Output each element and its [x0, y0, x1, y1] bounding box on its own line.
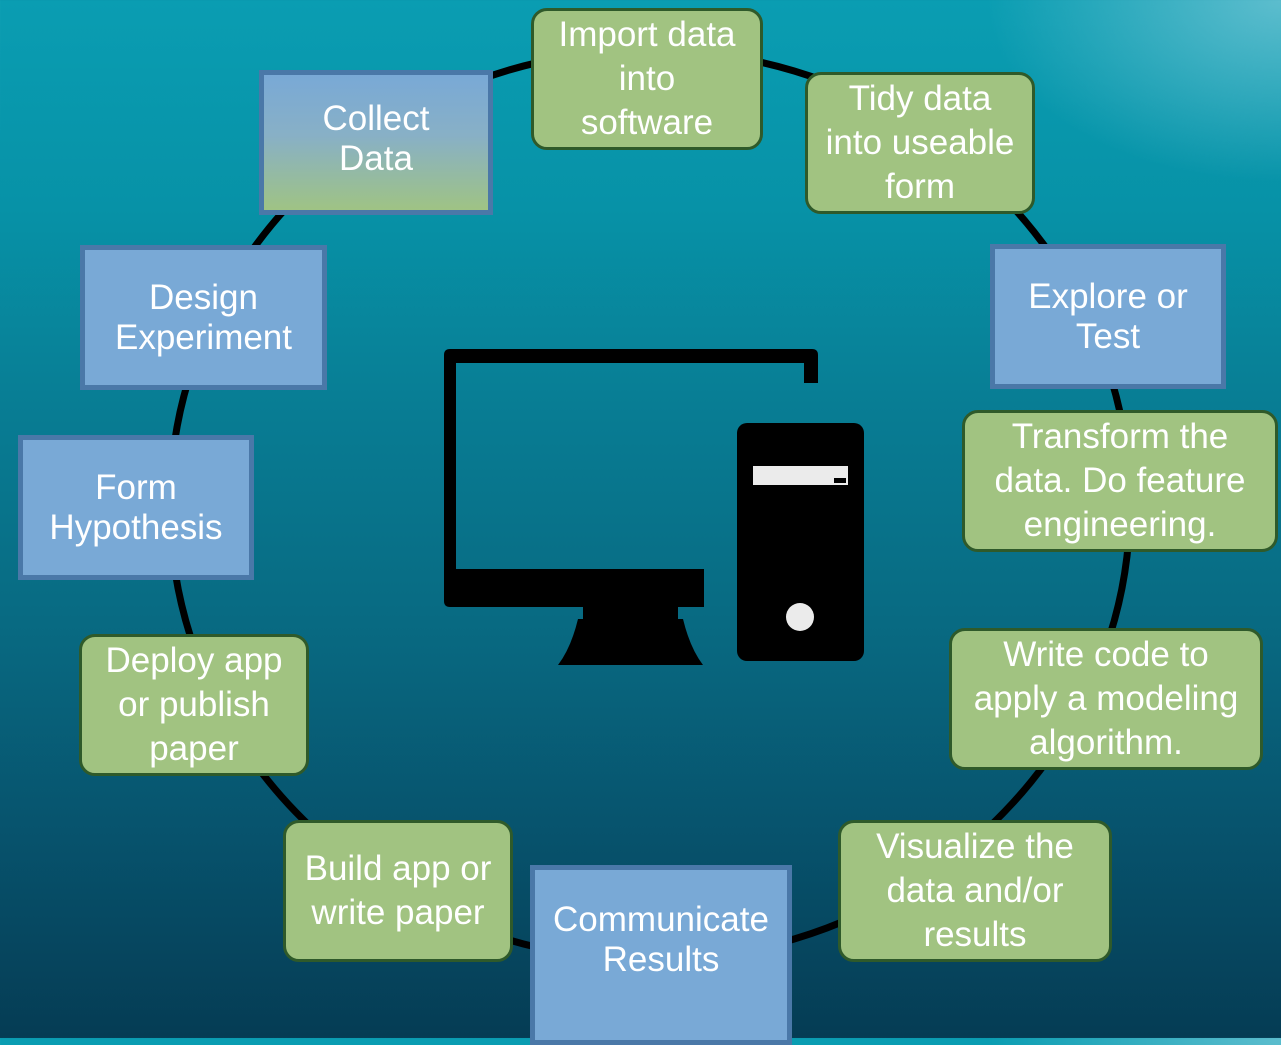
- node-form-hypothesis-label: Form Hypothesis: [49, 467, 223, 547]
- node-communicate-results-label: Communicate Results: [553, 900, 769, 979]
- node-collect-data: Collect Data: [259, 70, 493, 215]
- node-deploy-app-label: Deploy app or publish paper: [105, 641, 283, 768]
- node-collect-data-label: Collect Data: [322, 98, 430, 178]
- node-design-experiment-label: Design Experiment: [114, 277, 293, 357]
- node-write-code: Write code to apply a modeling algorithm…: [949, 628, 1263, 770]
- desktop-computer-icon: [444, 349, 864, 665]
- node-tidy-data-label: Tidy data into useable form: [825, 79, 1015, 206]
- node-visualize: Visualize the data and/or results: [838, 820, 1112, 962]
- node-communicate-results: Communicate Results: [530, 865, 792, 1045]
- node-build-app: Build app or write paper: [283, 820, 513, 962]
- node-design-experiment: Design Experiment: [80, 245, 327, 390]
- node-import-data-label: Import data into software: [558, 15, 736, 142]
- node-import-data: Import data into software: [531, 8, 763, 150]
- node-explore-test: Explore or Test: [990, 244, 1226, 389]
- node-transform-data: Transform the data. Do feature engineeri…: [962, 410, 1278, 552]
- node-explore-test-label: Explore or Test: [1028, 276, 1188, 356]
- node-tidy-data: Tidy data into useable form: [805, 72, 1035, 214]
- node-visualize-label: Visualize the data and/or results: [876, 827, 1074, 954]
- node-transform-data-label: Transform the data. Do feature engineeri…: [994, 417, 1246, 544]
- node-write-code-label: Write code to apply a modeling algorithm…: [973, 635, 1239, 762]
- node-form-hypothesis: Form Hypothesis: [18, 435, 254, 580]
- node-build-app-label: Build app or write paper: [304, 849, 492, 932]
- node-deploy-app: Deploy app or publish paper: [79, 634, 309, 776]
